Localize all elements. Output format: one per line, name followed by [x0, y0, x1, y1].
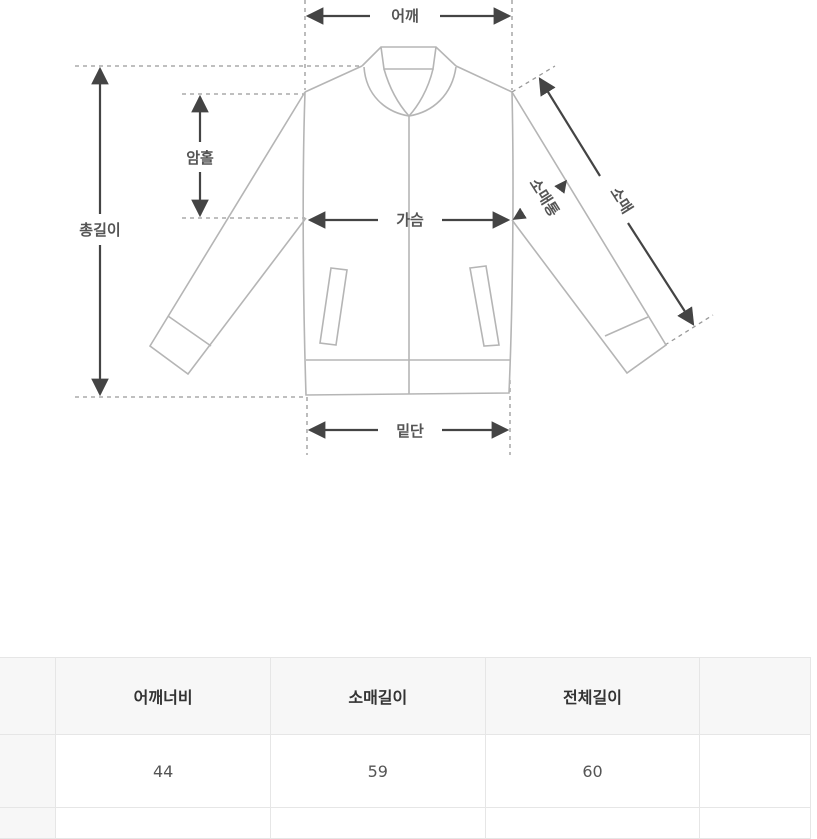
measurement-arrows: [91, 7, 695, 439]
table-cell-shoulder-width: 44: [55, 734, 271, 808]
label-sleeve-width: 소매통: [526, 175, 563, 220]
table-header-sleeve-length: 소매길이: [269, 657, 486, 735]
table-cell: [484, 807, 701, 839]
jacket-measurement-diagram: 어깨 총길이 암홀 가슴 밑단 소매 소매통: [75, 0, 714, 455]
label-armhole: 암홀: [186, 149, 214, 167]
table-header-cell: [0, 657, 57, 735]
table-cell: [0, 807, 57, 839]
table-header-cell: [699, 657, 811, 735]
label-chest: 가슴: [396, 211, 424, 229]
table-header-row: 어깨너비 소매길이 전체길이: [0, 657, 811, 735]
table-cell: [699, 807, 811, 839]
table-row: [0, 807, 811, 839]
label-shoulder: 어깨: [391, 7, 419, 25]
table-cell-total-length: 60: [484, 734, 701, 808]
guide-lines: [75, 0, 714, 455]
table-cell-sleeve-length: 59: [269, 734, 486, 808]
table-row: 44 59 60: [0, 734, 811, 808]
table-header-total-length: 전체길이: [484, 657, 701, 735]
label-total-length: 총길이: [79, 221, 120, 239]
size-table: 어깨너비 소매길이 전체길이 44 59 60: [0, 657, 811, 839]
table-header-shoulder-width: 어깨너비: [55, 657, 271, 735]
label-hem: 밑단: [396, 422, 424, 440]
label-sleeve: 소매: [606, 184, 636, 217]
table-cell: [55, 807, 271, 839]
table-cell: [269, 807, 486, 839]
table-cell: [0, 734, 57, 808]
table-cell: [699, 734, 811, 808]
jacket-outline: [148, 46, 668, 396]
